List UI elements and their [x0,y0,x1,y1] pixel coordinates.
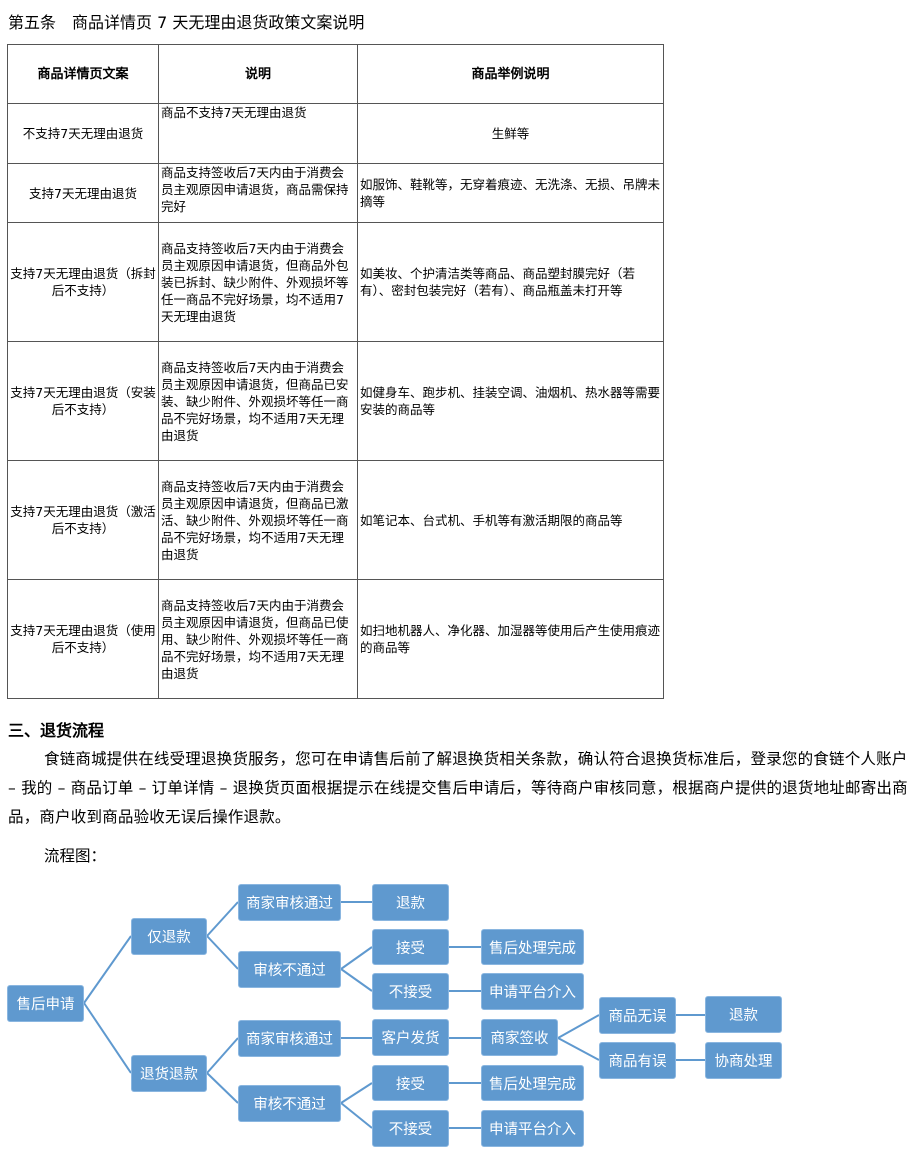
cell-label: 支持7天无理由退货 [7,163,159,223]
policy-table: 商品详情页文案 说明 商品举例说明 不支持7天无理由退货 商品不支持7天无理由退… [7,44,664,699]
column-header: 商品详情页文案 [7,44,159,104]
flowchart-label: 流程图： [44,847,107,865]
cell-label: 支持7天无理由退货（拆封后不支持） [7,222,159,342]
cell-example: 如美妆、个护清洁类等商品、商品塑封膜完好（若有）、密封包装完好（若有）、商品瓶盖… [357,222,664,342]
flow-node-a-refund: 退款 [372,884,449,921]
cell-desc: 商品支持签收后7天内由于消费会员主观原因申请退货，但商品已激活、缺少附件、外观损… [158,460,358,580]
table-row: 支持7天无理由退货（使用后不支持） 商品支持签收后7天内由于消费会员主观原因申请… [7,579,664,699]
column-header: 商品举例说明 [357,44,664,104]
flow-node-b-reject: 不接受 [372,1110,449,1147]
flow-node-b-fail: 审核不通过 [238,1085,341,1122]
flow-node-b-negotiate: 协商处理 [705,1042,782,1079]
column-header: 说明 [158,44,358,104]
table-row: 支持7天无理由退货（安装后不支持） 商品支持签收后7天内由于消费会员主观原因申请… [7,341,664,461]
article-title: 第五条 商品详情页 7 天无理由退货政策文案说明 [8,13,365,32]
cell-label: 支持7天无理由退货（安装后不支持） [7,341,159,461]
cell-desc: 商品支持签收后7天内由于消费会员主观原因申请退货，商品需保持完好 [158,163,358,223]
cell-label: 支持7天无理由退货（激活后不支持） [7,460,159,580]
cell-desc: 商品支持签收后7天内由于消费会员主观原因申请退货，但商品已使用、缺少附件、外观损… [158,579,358,699]
flow-node-a-reject: 不接受 [372,973,449,1010]
flow-node-b-refund: 退款 [705,996,782,1033]
flow-node-a-done: 售后处理完成 [481,929,584,965]
flow-node-a-platform: 申请平台介入 [481,973,584,1010]
flow-node-b-bad: 商品有误 [599,1042,676,1079]
cell-example: 如扫地机器人、净化器、加湿器等使用后产生使用痕迹的商品等 [357,579,664,699]
flow-node-b-pass: 商家审核通过 [238,1020,341,1057]
table-row: 支持7天无理由退货 商品支持签收后7天内由于消费会员主观原因申请退货，商品需保持… [7,163,664,223]
section-heading: 三、退货流程 [8,721,105,740]
cell-desc: 商品支持签收后7天内由于消费会员主观原因申请退货，但商品外包装已拆封、缺少附件、… [158,222,358,342]
flow-node-a-accept: 接受 [372,929,449,965]
flow-node-b-accept: 接受 [372,1065,449,1101]
flow-node-a-fail: 审核不通过 [238,951,341,988]
flow-node-b-platform: 申请平台介入 [481,1110,584,1147]
flow-node-b-ship: 客户发货 [372,1019,449,1056]
flow-node-apply: 售后申请 [7,985,84,1022]
flow-node-return-refund: 退货退款 [131,1055,207,1092]
cell-desc: 商品不支持7天无理由退货 [158,103,358,164]
cell-example: 如服饰、鞋靴等，无穿着痕迹、无洗涤、无损、吊牌未摘等 [357,163,664,223]
flow-node-b-ok: 商品无误 [599,997,676,1034]
cell-desc: 商品支持签收后7天内由于消费会员主观原因申请退货，但商品已安装、缺少附件、外观损… [158,341,358,461]
table-row: 支持7天无理由退货（拆封后不支持） 商品支持签收后7天内由于消费会员主观原因申请… [7,222,664,342]
section-paragraph: 食链商城提供在线受理退换货服务，您可在申请售后前了解退换货相关条款，确认符合退换… [8,750,908,826]
cell-label: 不支持7天无理由退货 [7,103,159,164]
flow-node-a-pass: 商家审核通过 [238,884,341,921]
flow-node-b-sign: 商家签收 [481,1019,558,1056]
table-row: 不支持7天无理由退货 商品不支持7天无理由退货 生鲜等 [7,103,664,164]
table-header-row: 商品详情页文案 说明 商品举例说明 [7,44,664,104]
flow-node-refund-only: 仅退款 [131,918,207,955]
flow-node-b-done: 售后处理完成 [481,1065,584,1101]
cell-example: 如健身车、跑步机、挂装空调、油烟机、热水器等需要安装的商品等 [357,341,664,461]
